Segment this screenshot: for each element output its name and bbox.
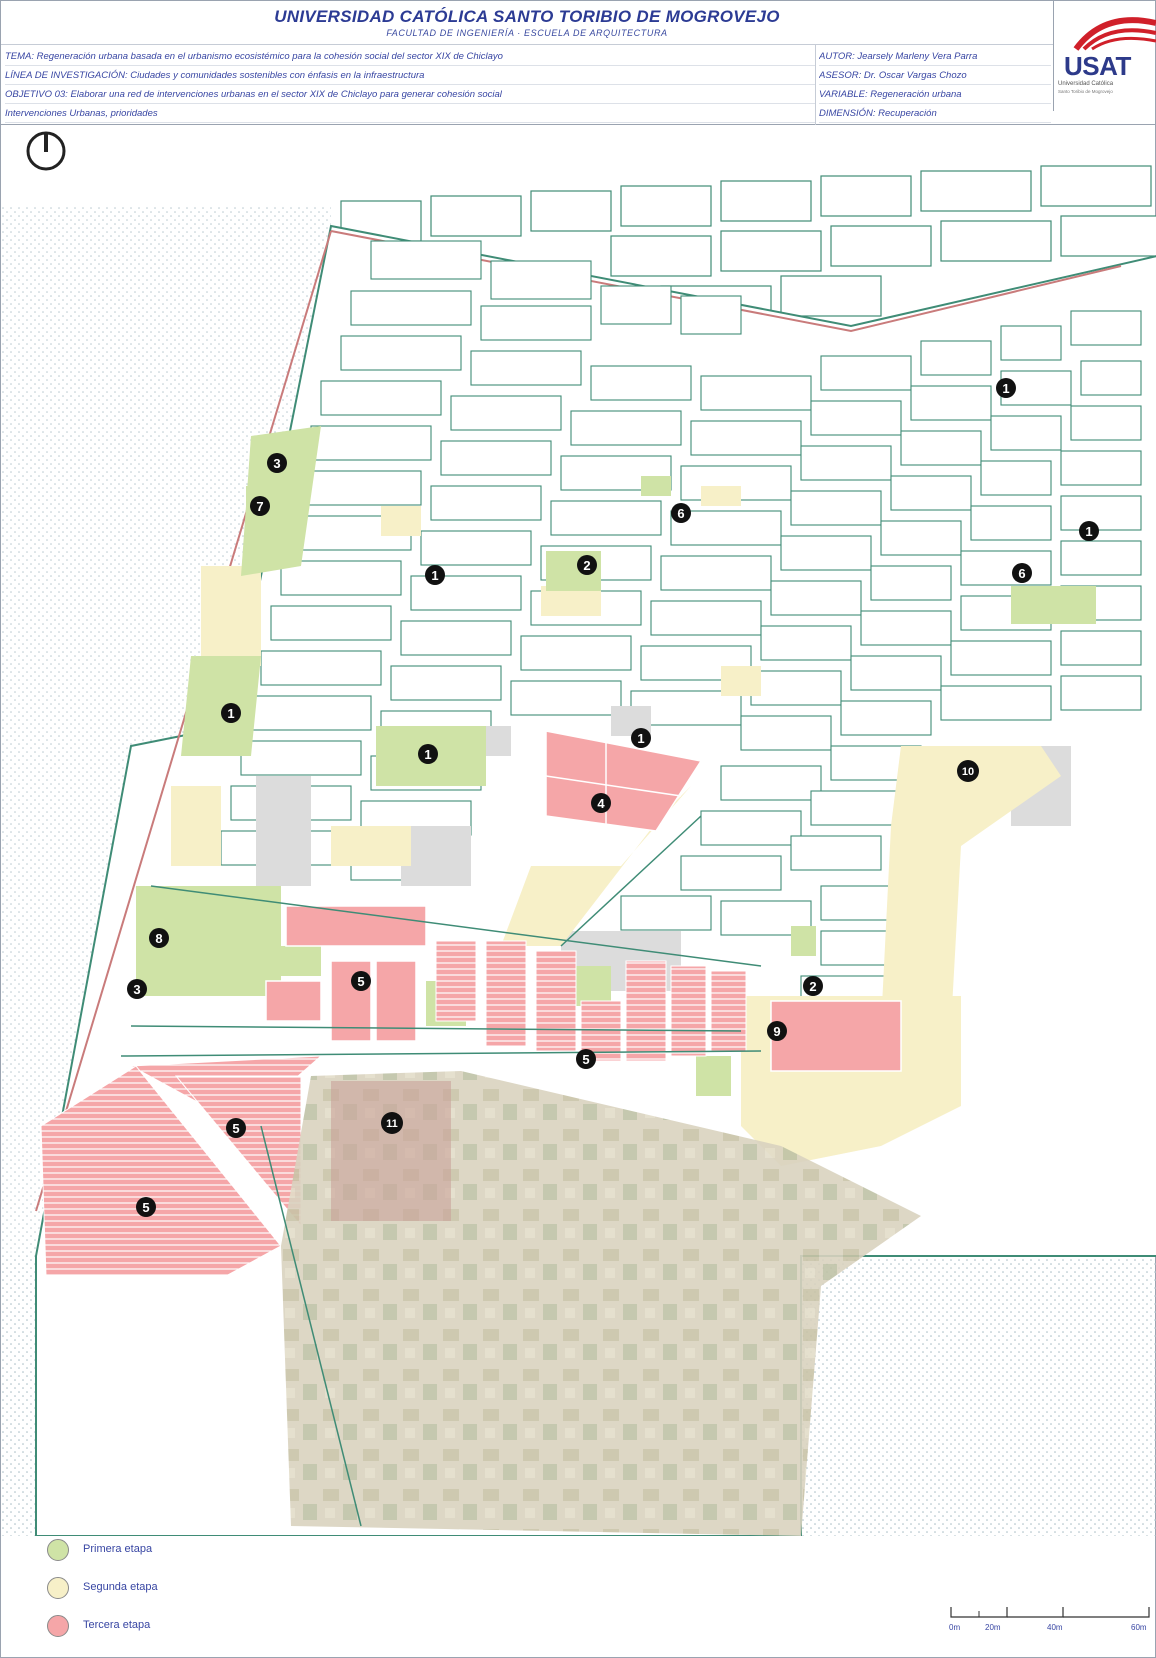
svg-text:1: 1 (637, 731, 644, 746)
marker-20: 5 (576, 1049, 596, 1069)
legend-item-second-stage: Segunda etapa (47, 1575, 287, 1613)
svg-text:8: 8 (155, 931, 162, 946)
residential-blocks (220, 240, 1142, 1011)
scale-bar-graphic (950, 1607, 1150, 1618)
title-row: UNIVERSIDAD CATÓLICA SANTO TORIBIO DE MO… (1, 1, 1053, 45)
svg-text:2: 2 (583, 558, 590, 573)
subtema-line: Intervenciones Urbanas, prioridades (5, 104, 815, 123)
svg-text:1: 1 (1085, 524, 1092, 539)
marker-15: 8 (149, 928, 169, 948)
svg-text:11: 11 (386, 1118, 398, 1130)
marker-7: 2 (577, 555, 597, 575)
svg-text:1: 1 (1002, 381, 1009, 396)
logo-arcs-icon (1073, 17, 1156, 51)
svg-text:1: 1 (424, 747, 431, 762)
legend-swatch-yellow (47, 1577, 69, 1599)
logo-subtitle: Universidad Católica (1058, 81, 1114, 87)
marker-17: 2 (803, 976, 823, 996)
svg-text:2: 2 (809, 979, 816, 994)
scale-bar: 0m 20m 40m 60m (949, 1597, 1156, 1647)
marker-3: 3 (267, 453, 287, 473)
marker-13: 10 (957, 760, 979, 782)
intervention-markers: 1 1 3 6 1 7 2 1 6 1 1 2 10 4 8 3 2 9 5 5… (127, 378, 1099, 1217)
svg-text:7: 7 (256, 499, 263, 514)
marker-22: 11 (381, 1112, 403, 1134)
title-block: UNIVERSIDAD CATÓLICA SANTO TORIBIO DE MO… (1, 1, 1156, 125)
svg-text:3: 3 (273, 456, 280, 471)
marker-4: 6 (671, 503, 691, 523)
tema-line: TEMA: Regeneración urbana basada en el u… (5, 47, 815, 66)
marker-23: 5 (136, 1197, 156, 1217)
svg-text:5: 5 (357, 974, 364, 989)
scale-label-20: 20m (985, 1623, 1001, 1632)
urban-intervention-map: 1 1 3 6 1 7 2 1 6 1 1 2 10 4 8 3 2 9 5 5… (1, 131, 1156, 1536)
legend-swatch-green (47, 1539, 69, 1561)
marker-19: 5 (351, 971, 371, 991)
autor-line: AUTOR: Jearsely Marleny Vera Parra (819, 47, 1051, 66)
usat-logo: USAT Universidad Católica Santo Toribio … (1053, 1, 1156, 111)
legend-item-third-stage: Tercera etapa (47, 1613, 287, 1651)
project-info: TEMA: Regeneración urbana basada en el u… (5, 47, 815, 123)
svg-text:9: 9 (773, 1024, 780, 1039)
sector-west-edge (35, 230, 332, 1212)
header-divider (815, 45, 816, 125)
legend-swatch-red (47, 1615, 69, 1637)
svg-text:5: 5 (582, 1052, 589, 1067)
logo-wordmark: USAT (1064, 51, 1131, 81)
svg-text:1: 1 (431, 568, 438, 583)
marker-16: 3 (127, 979, 147, 999)
marker-10: 1 (418, 744, 438, 764)
svg-text:1: 1 (227, 706, 234, 721)
marker-21: 5 (226, 1118, 246, 1138)
marker-11: 1 (631, 728, 651, 748)
linea-line: LÍNEA DE INVESTIGACIÓN: Ciudades y comun… (5, 66, 815, 85)
university-title: UNIVERSIDAD CATÓLICA SANTO TORIBIO DE MO… (274, 7, 780, 26)
author-info: AUTOR: Jearsely Marleny Vera Parra ASESO… (819, 47, 1051, 123)
scale-label-40: 40m (1047, 1623, 1063, 1632)
svg-text:4: 4 (597, 796, 605, 811)
northern-street-grid (340, 165, 1156, 327)
svg-text:5: 5 (232, 1121, 239, 1136)
variable-line: VARIABLE: Regeneración urbana (819, 85, 1051, 104)
marker-14: 4 (591, 793, 611, 813)
marker-1: 1 (996, 378, 1016, 398)
north-arrow-icon (26, 131, 66, 171)
main-roads (120, 815, 762, 1527)
campus-building-cluster (331, 1081, 451, 1221)
marker-9: 6 (1012, 563, 1032, 583)
svg-text:6: 6 (1018, 566, 1025, 581)
logo-subtitle-2: Santo Toribio de Mogrovejo (1058, 89, 1113, 94)
marker-6: 7 (250, 496, 270, 516)
legend-item-first-stage: Primera etapa (47, 1537, 287, 1575)
objetivo-line: OBJETIVO 03: Elaborar una red de interve… (5, 85, 815, 104)
marker-5: 1 (425, 565, 445, 585)
asesor-line: ASESOR: Dr. Oscar Vargas Chozo (819, 66, 1051, 85)
faculty-subtitle: FACULTAD DE INGENIERÍA · ESCUELA DE ARQU… (386, 28, 668, 38)
scale-label-60: 60m (1131, 1623, 1147, 1632)
svg-text:10: 10 (962, 766, 974, 778)
third-stage-striped-blocks (40, 940, 747, 1277)
dimension-line: DIMENSIÓN: Recuperación (819, 104, 1051, 123)
svg-text:3: 3 (133, 982, 140, 997)
marker-18: 9 (767, 1021, 787, 1041)
scale-label-0: 0m (949, 1623, 961, 1632)
marker-2: 1 (1079, 521, 1099, 541)
svg-text:6: 6 (677, 506, 684, 521)
svg-text:5: 5 (142, 1200, 149, 1215)
marker-8: 1 (221, 703, 241, 723)
map-legend: Primera etapa Segunda etapa Tercera etap… (47, 1537, 287, 1651)
